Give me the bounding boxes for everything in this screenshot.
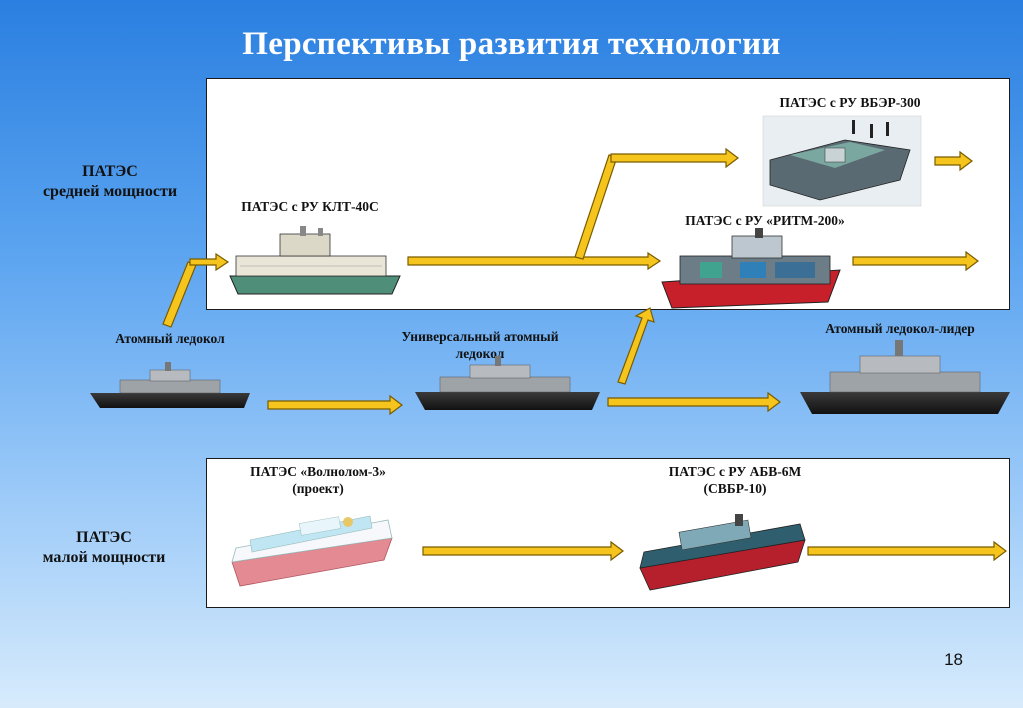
klt40-ship-image — [229, 226, 401, 295]
volnolom-caption-line1: ПАТЭС «Волнолом-3» — [250, 464, 386, 479]
abv-caption-line1: ПАТЭС с РУ АБВ-6М — [668, 464, 802, 479]
volnolom-caption: ПАТЭС «Волнолом-3» (проект) — [228, 463, 408, 498]
vbr300-caption: ПАТЭС с РУ ВБЭР-300 — [779, 95, 921, 110]
arrow-abv-out — [807, 540, 1007, 562]
page-title: Перспективы развития технологии — [242, 26, 781, 62]
arrow-diagonal-to-vbr — [574, 154, 618, 260]
abv-caption: ПАТЭС с РУ АБВ-6М (СВБР-10) — [640, 463, 830, 498]
ritm200-caption: ПАТЭС с РУ «РИТМ-200» — [685, 213, 845, 228]
abv-ship-image — [639, 514, 806, 591]
medium-power-label: ПАТЭС средней мощности — [20, 162, 200, 203]
arrow-up-to-klt — [189, 252, 230, 272]
medium-power-label-line2: средней мощности — [42, 183, 178, 201]
arrow-universal-to-ritm — [617, 307, 655, 385]
arrow-klt-to-ritm — [407, 251, 662, 271]
klt40-caption: ПАТЭС с РУ КЛТ-40С — [241, 199, 379, 214]
icebreaker-ship-image — [90, 362, 250, 408]
arrow-universal-to-leader — [607, 391, 781, 413]
medium-power-label-line1: ПАТЭС — [82, 163, 138, 180]
arrow-volnolom-to-abv — [422, 540, 624, 562]
arrow-icebreaker-to-universal — [267, 394, 403, 416]
ritm200-ship-image — [661, 228, 841, 309]
leader-icebreaker-ship-image — [800, 340, 1010, 414]
small-power-label: ПАТЭС малой мощности — [14, 528, 194, 569]
volnolom-caption-line2: (проект) — [292, 481, 344, 497]
universal-icebreaker-ship-image — [415, 356, 600, 410]
icebreaker-caption: Атомный ледокол — [115, 331, 225, 346]
volnolom-ship-image — [231, 515, 393, 587]
small-power-label-line1: ПАТЭС — [76, 529, 132, 546]
abv-caption-line2: (СВБР-10) — [703, 481, 767, 497]
arrow-icebreaker-up — [162, 261, 197, 328]
universal-caption-line2: ледокол — [455, 346, 505, 362]
page-number: 18 — [944, 650, 963, 669]
arrow-vbr-out — [934, 150, 973, 172]
universal-caption-line1: Универсальный атомный — [401, 329, 559, 344]
vbr300-plant-image — [762, 115, 922, 207]
small-power-label-line2: малой мощности — [42, 549, 166, 567]
arrow-ritm-out — [852, 250, 979, 272]
leader-icebreaker-caption: Атомный ледокол-лидер — [825, 321, 975, 336]
arrows — [162, 147, 1007, 562]
universal-icebreaker-caption: Универсальный атомный ледокол — [380, 328, 580, 363]
arrow-to-vbr — [610, 147, 739, 169]
